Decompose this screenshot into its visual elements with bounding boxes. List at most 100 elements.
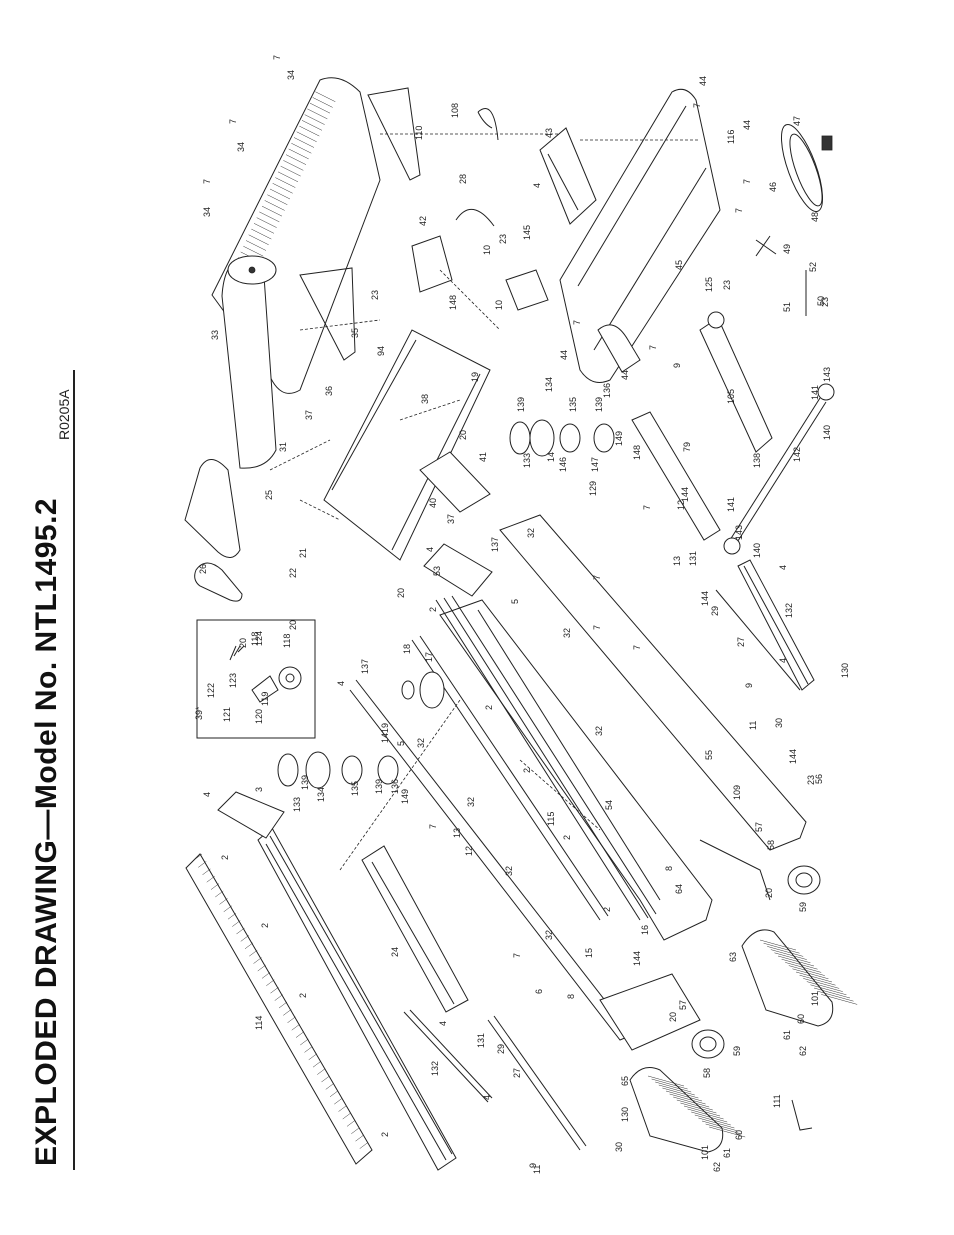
part-label-34: 34: [236, 142, 246, 152]
part-label-50: 50: [816, 296, 826, 306]
part-label-13: 13: [452, 828, 462, 838]
part-label-18: 18: [402, 644, 412, 654]
part-label-36: 36: [324, 386, 334, 396]
part-label-111: 111: [772, 1094, 782, 1108]
part-label-4: 4: [425, 547, 435, 552]
part-label-7: 7: [512, 953, 522, 958]
part-label-11: 11: [532, 1165, 542, 1174]
part-label-119: 119: [260, 692, 270, 706]
left-rail-assembly: [257, 827, 457, 1171]
part-label-7: 7: [272, 55, 282, 60]
part-label-129: 129: [588, 481, 598, 496]
part-label-44: 44: [620, 370, 630, 380]
part-label-114: 114: [254, 1016, 264, 1030]
part-label-13: 13: [672, 556, 682, 566]
part-label-32: 32: [544, 930, 554, 940]
part-label-7: 7: [428, 824, 438, 829]
part-label-40: 40: [428, 498, 438, 508]
part-label-14: 14: [546, 452, 556, 462]
part-label-131: 131: [476, 1033, 486, 1048]
roller-27-right: [715, 589, 801, 691]
part-label-10: 10: [482, 245, 492, 255]
part-label-105: 105: [726, 389, 736, 404]
part-label-37: 37: [304, 410, 314, 420]
part-label-24: 24: [390, 947, 400, 957]
part-label-28: 28: [458, 174, 468, 184]
part-label-125: 125: [704, 277, 714, 292]
motor-25: [184, 255, 277, 558]
part-label-32: 32: [466, 797, 476, 807]
part-label-101: 101: [700, 1145, 710, 1160]
part-label-123: 123: [228, 673, 238, 688]
controller-43: [539, 127, 597, 225]
part-label-130: 130: [620, 1107, 630, 1122]
part-label-2: 2: [484, 705, 494, 710]
part-label-108: 108: [450, 103, 460, 118]
part-label-4: 4: [778, 565, 788, 570]
part-label-64: 64: [674, 884, 684, 894]
part-label-10: 10: [494, 300, 504, 310]
part-label-22: 22: [288, 568, 298, 578]
part-label-62: 62: [798, 1046, 808, 1056]
bracket-53: [423, 543, 493, 597]
part-label-139: 139: [594, 397, 604, 412]
part-label-7: 7: [228, 119, 238, 124]
part-label-7: 7: [572, 320, 582, 325]
part-label-132: 132: [430, 1061, 440, 1076]
part-label-7: 7: [692, 103, 702, 108]
rail-132-right: [737, 559, 815, 691]
part-label-32: 32: [504, 866, 514, 876]
part-label-46: 46: [768, 182, 778, 192]
part-label-20: 20: [396, 588, 406, 598]
part-label-140: 140: [752, 543, 762, 558]
part-label-65: 65: [620, 1076, 630, 1086]
part-label-41: 41: [478, 452, 488, 462]
part-label-149: 149: [614, 431, 624, 446]
part-label-20: 20: [288, 620, 298, 630]
guard-24: [361, 845, 469, 1013]
part-label-44: 44: [742, 120, 752, 130]
wheel-59-left: [691, 1029, 725, 1059]
part-label-62: 62: [712, 1162, 722, 1172]
part-label-6: 6: [534, 989, 544, 994]
part-label-7: 7: [742, 179, 752, 184]
part-label-23: 23: [820, 297, 830, 307]
part-label-49: 49: [782, 244, 792, 254]
part-label-148: 148: [448, 295, 458, 310]
part-label-110: 110: [414, 126, 424, 140]
part-label-137: 137: [490, 537, 500, 552]
part-label-61: 61: [782, 1030, 792, 1040]
part-label-144: 144: [700, 591, 710, 606]
part-label-20: 20: [764, 888, 774, 898]
part-label-39star: 39*: [194, 706, 204, 720]
main-frame: [349, 514, 807, 1051]
part-label-141: 141: [726, 497, 736, 512]
part-label-4: 4: [438, 1021, 448, 1026]
part-label-134: 134: [316, 787, 326, 802]
part-label-7: 7: [642, 505, 652, 510]
part-label-149: 149: [400, 789, 410, 804]
part-label-144: 144: [788, 749, 798, 764]
part-label-133: 133: [292, 797, 302, 812]
part-label-29: 29: [496, 1044, 506, 1054]
part-label-130: 130: [840, 663, 850, 678]
part-label-140: 140: [822, 425, 832, 440]
part-label-7: 7: [734, 208, 744, 213]
cable-108: [477, 108, 499, 141]
rail-132-left: [403, 1011, 489, 1103]
part-label-7: 7: [592, 625, 602, 630]
part-label-58: 58: [702, 1068, 712, 1078]
part-label-7: 7: [648, 345, 658, 350]
part-label-3: 3: [254, 787, 264, 792]
rail-132-left-b: [409, 1009, 493, 1099]
part-label-5: 5: [396, 741, 406, 746]
part-label-136: 136: [602, 383, 612, 398]
part-label-19: 19: [470, 372, 480, 382]
wheel-59-right: [787, 865, 821, 895]
part-label-115: 115: [546, 812, 556, 826]
side-rail-114: [185, 853, 373, 1165]
part-label-32: 32: [594, 726, 604, 736]
part-label-60: 60: [796, 1014, 806, 1024]
part-label-79: 79: [682, 442, 692, 452]
part-label-45: 45: [674, 260, 684, 270]
